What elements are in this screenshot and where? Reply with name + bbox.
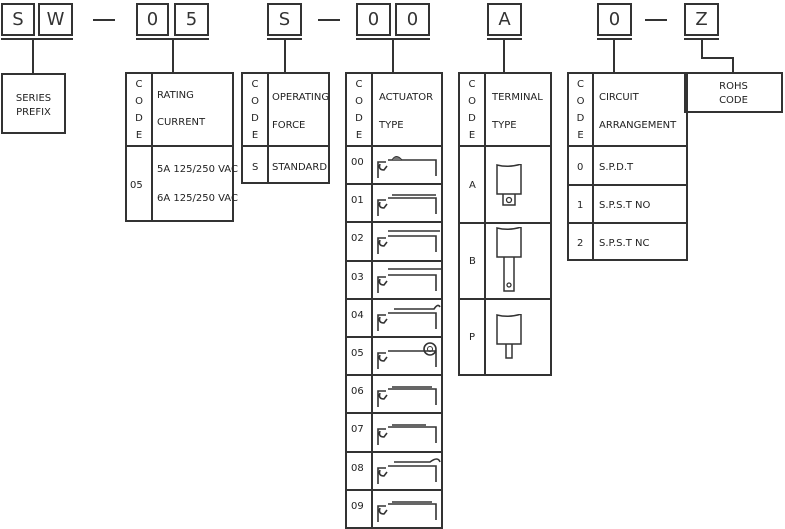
operating-force-table: C O D E OPERATING FORCE S STANDARD <box>241 72 330 184</box>
terminal-p-icon <box>496 314 522 359</box>
code: 05 <box>130 180 143 191</box>
terminal-type-table: C O D E TERMINAL TYPE A B P <box>458 72 552 376</box>
code: P <box>469 332 476 343</box>
actuator-code: 02 <box>351 233 364 245</box>
actuator-02-icon <box>377 230 440 255</box>
header: ACTUATOR <box>379 92 434 103</box>
series-prefix-box: SERIES PREFIX <box>1 73 66 134</box>
actuator-code: 01 <box>351 195 364 207</box>
code: 1 <box>577 200 584 211</box>
code: S <box>252 162 259 173</box>
code: B <box>469 256 476 267</box>
value: 6A 125/250 VAC <box>157 193 238 204</box>
header: OPERATING <box>272 92 330 103</box>
dash <box>318 19 340 21</box>
actuator-code: 00 <box>351 157 364 168</box>
prefix-label: PREFIX <box>16 107 51 118</box>
code-char-z: Z <box>684 3 719 36</box>
header: TERMINAL <box>492 92 543 103</box>
actuator-07-icon <box>377 424 437 446</box>
code-char-a: A <box>487 3 522 36</box>
dash <box>645 19 667 21</box>
actuator-01-icon <box>377 194 437 217</box>
actuator-05-icon <box>377 342 437 369</box>
value: S.P.D.T <box>599 162 634 173</box>
code: 0 <box>577 162 584 173</box>
header: ARRANGEMENT <box>599 120 677 131</box>
code-char-s: S <box>1 3 35 36</box>
value: STANDARD <box>272 162 328 173</box>
value: 5A 125/250 VAC <box>157 164 238 175</box>
value: S.P.S.T NO <box>599 200 651 211</box>
code-char-0: 0 <box>136 3 169 36</box>
actuator-code: 06 <box>351 386 364 398</box>
code-char-s2: S <box>267 3 302 36</box>
code-char-0c: 0 <box>597 3 632 36</box>
dash <box>93 19 115 21</box>
code-label: CODE <box>719 95 748 106</box>
actuator-06-icon <box>377 386 437 408</box>
series-label: SERIES <box>15 93 52 104</box>
actuator-04-icon <box>377 304 441 331</box>
rohs-code-box: ROHS CODE <box>684 72 783 113</box>
header: TYPE <box>379 120 404 131</box>
actuator-code: 03 <box>351 271 364 283</box>
actuator-08-icon <box>377 457 441 484</box>
code-char-0a: 0 <box>356 3 391 36</box>
header: TYPE <box>492 120 517 131</box>
code: A <box>469 180 476 191</box>
actuator-00-icon <box>377 156 437 178</box>
rating-current-table: C O D E RATING CURRENT 05 5A 125/250 VAC… <box>125 72 238 222</box>
header: CIRCUIT <box>599 92 639 103</box>
header: FORCE <box>272 120 306 131</box>
value: S.P.S.T NC <box>599 238 650 249</box>
actuator-code: 05 <box>351 348 364 359</box>
header: RATING <box>157 90 194 101</box>
actuator-code: 08 <box>351 462 364 474</box>
actuator-code: 04 <box>351 309 364 321</box>
code-char-0b: 0 <box>395 3 430 36</box>
code: 2 <box>577 238 584 249</box>
header: CURRENT <box>157 117 206 128</box>
actuator-09-icon <box>377 500 437 522</box>
terminal-b-icon <box>496 227 522 292</box>
actuator-code: 07 <box>351 424 364 436</box>
code-char-w: W <box>38 3 73 36</box>
code-char-5: 5 <box>174 3 209 36</box>
terminal-a-icon <box>496 164 522 206</box>
actuator-03-icon <box>377 267 442 293</box>
rohs-label: ROHS <box>719 81 748 92</box>
actuator-code: 09 <box>351 500 364 512</box>
circuit-arrangement-table: C O D E CIRCUIT ARRANGEMENT 0 S.P.D.T 1 … <box>567 72 688 261</box>
